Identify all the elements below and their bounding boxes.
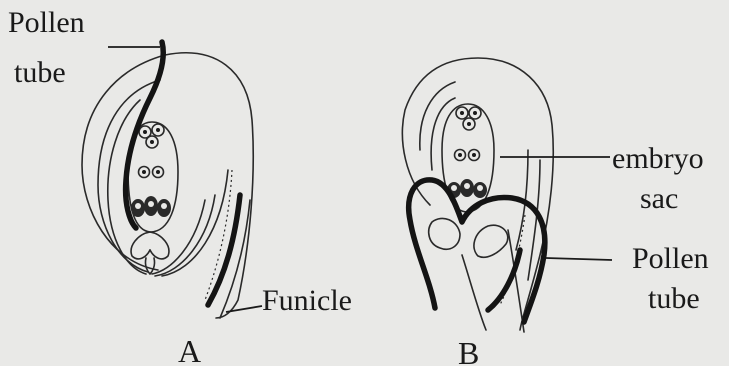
panel-a-ovule — [82, 53, 253, 318]
panel-a-funicle-label: Funicle — [262, 284, 352, 317]
panel-b-letter: B — [458, 335, 479, 366]
panel-b-embryo-sac-label-line2: sac — [640, 182, 678, 215]
panel-a-funicle-band — [208, 195, 240, 305]
panel-a-antipodal-cells — [139, 124, 164, 148]
panel-b-polar-nuclei — [455, 150, 480, 161]
panel-a-polar-nuclei — [139, 167, 164, 178]
panel-a-pollen-tube-label-line2: tube — [14, 56, 66, 89]
panel-b-embryo-sac-label-line1: embryo — [612, 142, 704, 175]
panel-a-pollen-tube-label-line1: Pollen — [8, 6, 85, 39]
panel-a-egg-apparatus — [131, 196, 171, 217]
panel-b-pollen-tube-label-line1: Pollen — [632, 242, 709, 275]
panel-a-letter: A — [178, 333, 201, 366]
panel-b-pollen-tube-leader — [546, 258, 612, 260]
panel-b-antipodal-cells — [456, 107, 481, 130]
panel-b-ovule — [402, 58, 553, 332]
panel-b-pollen-tube-label-line2: tube — [648, 282, 700, 315]
